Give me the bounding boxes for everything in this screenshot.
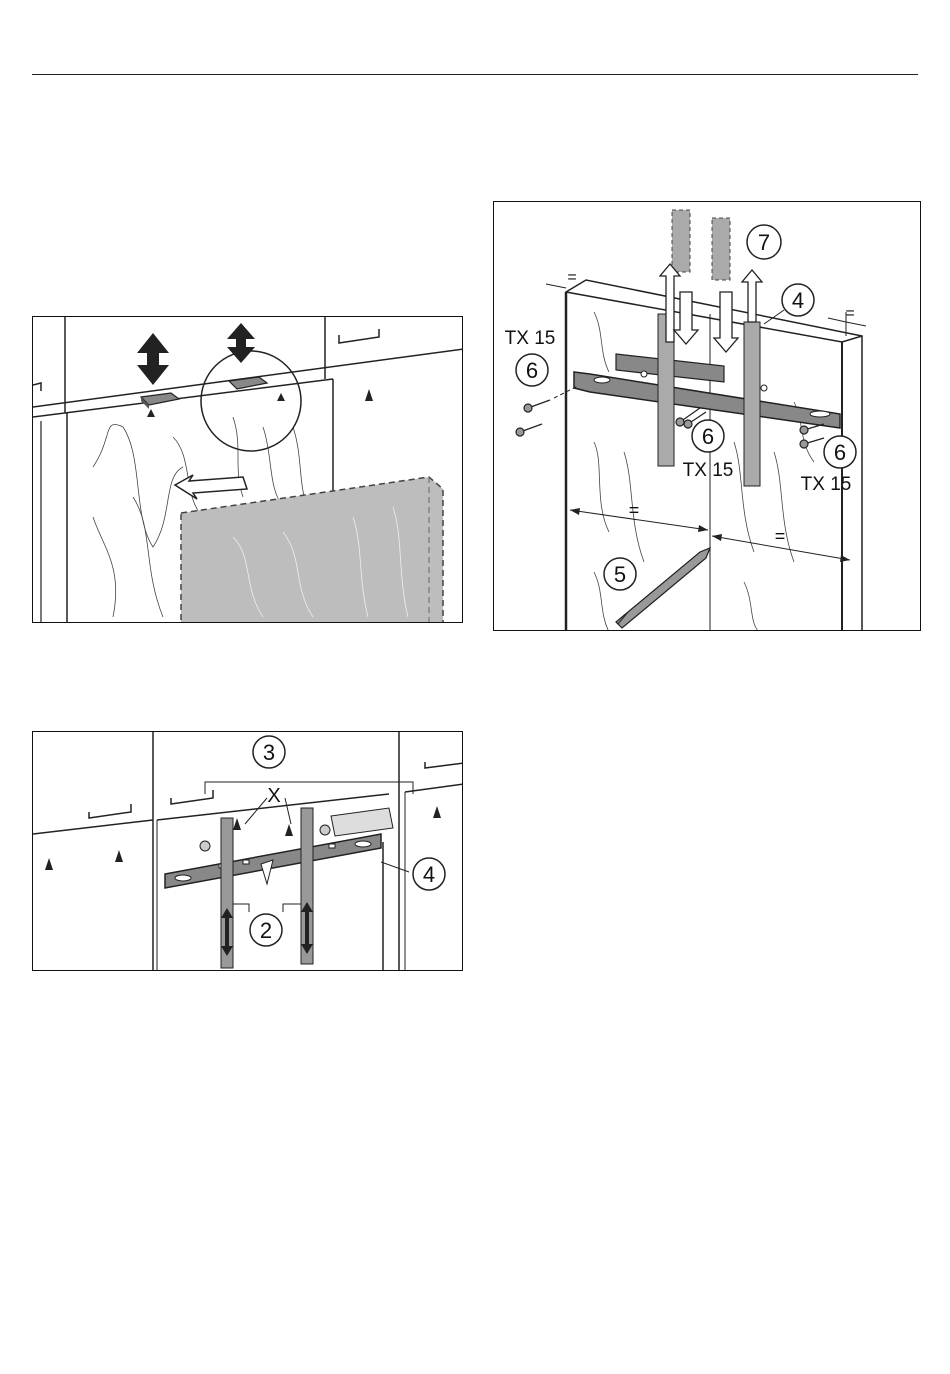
callout-x: X	[267, 785, 280, 807]
up-down-arrow-icon-2	[227, 323, 255, 363]
svg-text:2: 2	[260, 918, 272, 943]
equal-sign-top-left: =	[567, 269, 576, 286]
header-rule	[32, 74, 918, 75]
up-down-arrow-icon	[137, 333, 169, 385]
svg-text:6: 6	[702, 424, 714, 449]
svg-text:6: 6	[526, 358, 538, 383]
equal-sign-top-right: =	[845, 305, 854, 322]
magnifier-circle	[201, 351, 301, 451]
equal-sign-mid-right: =	[775, 526, 786, 546]
door-bracket-screws-illustration: 7 4 TX 15 6 6 TX 15 6 TX 15 5 = = = =	[494, 202, 921, 631]
guide-rod-right	[744, 322, 760, 486]
callout-2: 2	[250, 914, 282, 946]
handle-icon	[89, 804, 131, 818]
callout-5: 5	[604, 558, 636, 590]
hollow-arrow-icon	[175, 475, 247, 499]
callout-6-left: 6	[516, 354, 548, 386]
handle-icon-2	[171, 790, 213, 804]
callout-4: 4	[413, 858, 445, 890]
callout-4: 4	[782, 284, 814, 316]
callout-3: 3	[253, 736, 285, 768]
svg-text:3: 3	[263, 740, 275, 765]
callout-6-right: 6	[824, 436, 856, 468]
svg-text:4: 4	[792, 288, 804, 313]
handle-icon	[339, 329, 379, 343]
svg-text:7: 7	[758, 230, 770, 255]
tx-label-left: TX 15	[505, 328, 556, 349]
tx-label-center: TX 15	[683, 460, 734, 481]
svg-text:4: 4	[423, 862, 435, 887]
svg-text:5: 5	[614, 562, 626, 587]
figure-bracket-rods: 3 X 4 2	[32, 731, 463, 971]
bracket-rods-illustration: 3 X 4 2	[33, 732, 463, 971]
callout-6-center: 6	[692, 420, 724, 452]
svg-text:6: 6	[834, 440, 846, 465]
door-guides-illustration	[33, 317, 463, 623]
callout-7: 7	[747, 225, 781, 259]
equal-sign-mid-left: =	[629, 500, 640, 520]
figure-door-guides	[32, 316, 463, 623]
figure-door-bracket-screws: 7 4 TX 15 6 6 TX 15 6 TX 15 5 = = = =	[493, 201, 921, 631]
tx-label-right: TX 15	[801, 474, 852, 495]
door-panel	[181, 477, 443, 623]
